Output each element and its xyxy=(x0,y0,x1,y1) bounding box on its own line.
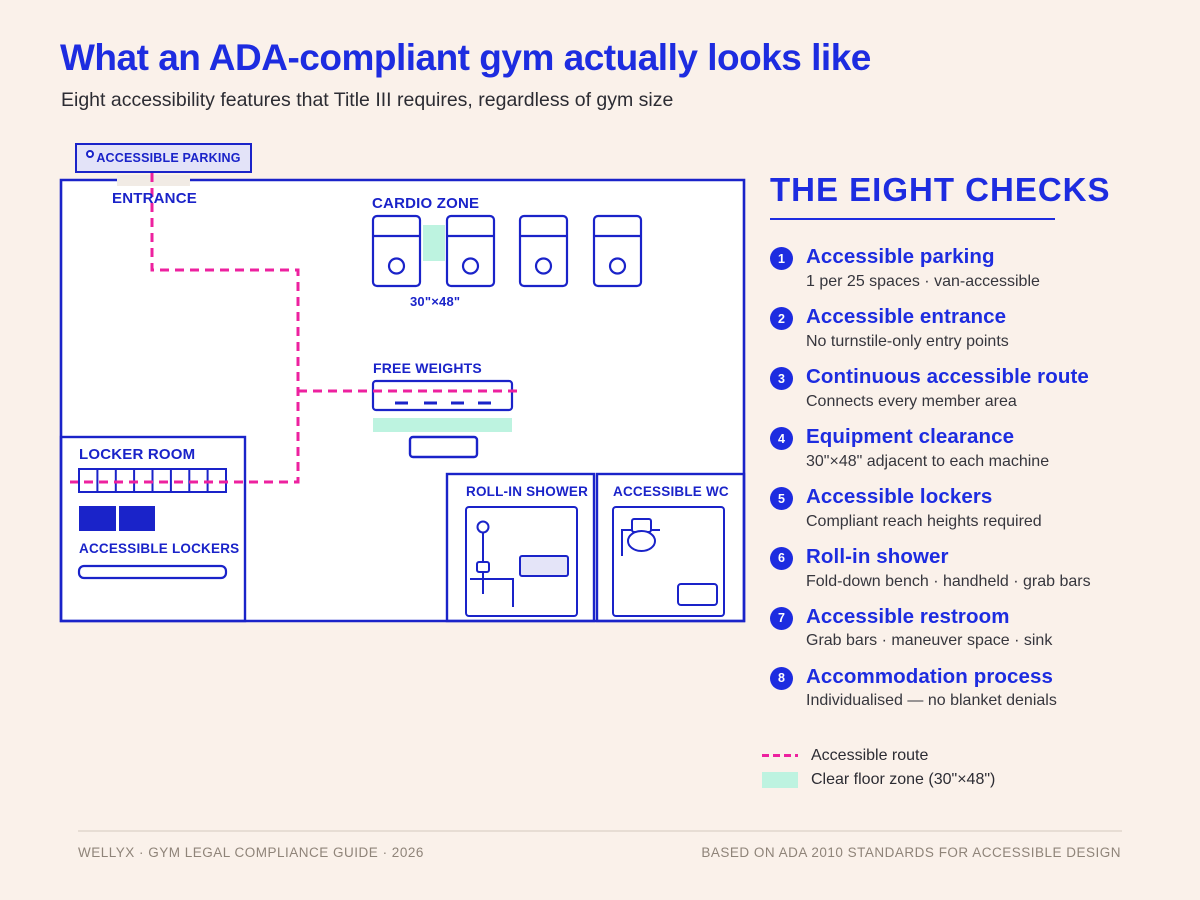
accessible-wc-label: ACCESSIBLE WC xyxy=(613,484,729,499)
check-item-roll-in-shower: 6 Roll-in shower Fold-down bench · handh… xyxy=(770,544,1150,591)
clear-zone-swatch-icon xyxy=(762,771,798,788)
cardio-machines xyxy=(371,214,643,288)
checks-list: 1 Accessible parking 1 per 25 spaces · v… xyxy=(770,246,1150,711)
footer-source: WELLYX · GYM LEGAL COMPLIANCE GUIDE · 20… xyxy=(78,845,424,860)
check-item-accommodation-process: 8 Accommodation process Individualised —… xyxy=(770,664,1150,711)
check-desc: 30"×48" adjacent to each machine xyxy=(806,452,1050,470)
route-swatch-icon xyxy=(762,753,798,758)
roll-in-shower-icon xyxy=(465,506,578,617)
check-desc: Individualised — no blanket denials xyxy=(806,692,1057,710)
cardio-machine xyxy=(518,214,569,288)
locker-room-label: LOCKER ROOM xyxy=(79,446,196,463)
accessible-parking-label: ACCESSIBLE PARKING xyxy=(96,150,241,165)
accessible-route-path xyxy=(70,173,520,484)
check-number-badge: 1 xyxy=(770,247,793,271)
locker-room-walls xyxy=(59,435,247,623)
check-title: Accessible restroom xyxy=(806,604,1010,628)
check-item-equipment-clearance: 4 Equipment clearance 30"×48" adjacent t… xyxy=(770,426,1150,471)
legend-row-route: Accessible route xyxy=(762,747,995,764)
footer-standards: BASED ON ADA 2010 STANDARDS FOR ACCESSIB… xyxy=(701,845,1121,860)
grab-bar-icon xyxy=(470,578,514,607)
check-title: Accessible parking xyxy=(806,245,995,269)
check-item-accessible-entrance: 2 Accessible entrance No turnstile-only … xyxy=(770,306,1150,351)
check-title: Equipment clearance xyxy=(806,425,1015,449)
clear-floor-zone-cardio xyxy=(423,225,445,261)
parking-marker-icon xyxy=(86,150,95,158)
accessible-parking-box: ACCESSIBLE PARKING xyxy=(75,143,252,173)
check-item-accessible-lockers: 5 Accessible lockers Compliant reach hei… xyxy=(770,485,1150,531)
check-desc: No turnstile-only entry points xyxy=(806,332,1009,350)
check-number-badge: 8 xyxy=(770,666,793,690)
accessible-lockers-label: ACCESSIBLE LOCKERS xyxy=(79,541,240,556)
check-desc: Fold-down bench · handheld · grab bars xyxy=(806,572,1091,590)
check-number-badge: 4 xyxy=(770,427,793,451)
check-title: Roll-in shower xyxy=(806,544,949,568)
check-title: Accessible entrance xyxy=(806,305,1007,329)
accessible-lockers-shapes xyxy=(79,506,155,531)
fold-down-bench xyxy=(519,555,569,577)
check-item-accessible-restroom: 7 Accessible restroom Grab bars · maneuv… xyxy=(770,604,1150,651)
legend-row-clear-zone: Clear floor zone (30"×48") xyxy=(762,771,995,788)
entrance-label: ENTRANCE xyxy=(112,190,197,207)
check-number-badge: 6 xyxy=(770,546,793,570)
checks-heading: THE EIGHT CHECKS xyxy=(770,171,1111,208)
locker-bench xyxy=(77,564,228,580)
accessible-wc-icon xyxy=(612,506,725,617)
check-desc: 1 per 25 spaces · van-accessible xyxy=(806,272,1040,290)
page-title: What an ADA-compliant gym actually looks… xyxy=(60,37,871,78)
toilet-bowl-icon xyxy=(627,530,656,552)
sink-icon xyxy=(677,583,718,606)
legend: Accessible route Clear floor zone (30"×4… xyxy=(762,747,995,788)
free-weight-rack xyxy=(371,379,514,459)
cardio-machine xyxy=(592,214,643,288)
check-title: Accommodation process xyxy=(806,664,1054,688)
page-subtitle: Eight accessibility features that Title … xyxy=(61,89,674,111)
clear-floor-zone-weights xyxy=(373,418,512,432)
check-desc: Compliant reach heights required xyxy=(806,512,1042,530)
check-item-continuous-route: 3 Continuous accessible route Connects e… xyxy=(770,366,1150,411)
weights-bench xyxy=(408,435,479,459)
check-number-badge: 5 xyxy=(770,487,793,511)
checks-panel: THE EIGHT CHECKS 1 Accessible parking 1 … xyxy=(770,171,1150,711)
shower-room-walls xyxy=(445,472,596,623)
roll-in-shower-label: ROLL-IN SHOWER xyxy=(466,484,589,499)
check-item-accessible-parking: 1 Accessible parking 1 per 25 spaces · v… xyxy=(770,246,1150,291)
cardio-machine xyxy=(371,214,422,288)
cardio-machine xyxy=(445,214,496,288)
check-desc: Connects every member area xyxy=(806,392,1017,410)
check-number-badge: 2 xyxy=(770,307,793,331)
legend-route-label: Accessible route xyxy=(811,746,929,764)
legend-clear-zone-label: Clear floor zone (30"×48") xyxy=(811,770,996,788)
check-title: Accessible lockers xyxy=(806,485,993,509)
shower-head-icon xyxy=(476,520,490,534)
checks-heading-underline xyxy=(770,218,1055,221)
free-weights-label: FREE WEIGHTS xyxy=(373,360,482,376)
check-number-badge: 3 xyxy=(770,367,793,391)
footer-divider xyxy=(78,830,1122,832)
check-title: Continuous accessible route xyxy=(806,365,1089,389)
gym-outer-walls xyxy=(59,178,746,623)
clearance-dimension-label: 30"×48" xyxy=(410,294,461,309)
wc-room-walls xyxy=(595,472,746,623)
check-desc: Grab bars · maneuver space · sink xyxy=(806,632,1053,650)
cardio-zone-label: CARDIO ZONE xyxy=(372,195,480,212)
check-number-badge: 7 xyxy=(770,606,793,630)
handheld-holder-icon xyxy=(476,561,490,573)
